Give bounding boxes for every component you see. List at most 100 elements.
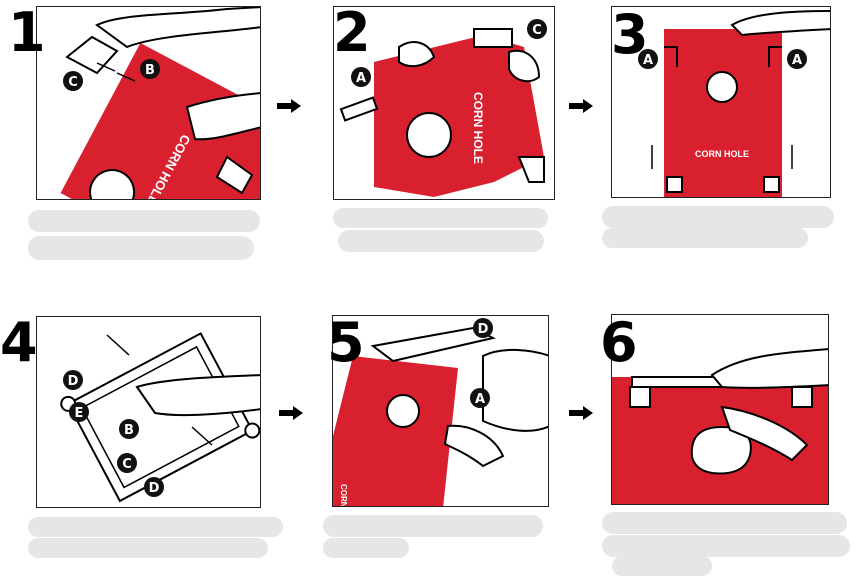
- callout-d: D: [63, 370, 83, 390]
- caption-blurred-2: [333, 208, 548, 228]
- board-logo-text: CORN HOLE: [471, 92, 485, 164]
- step-1-panel: CORN HOLE C B: [36, 6, 261, 200]
- frame-corner: [666, 176, 683, 193]
- caption-blurred-6: [612, 556, 712, 576]
- frame-corner: [768, 46, 782, 67]
- board-hole: [690, 425, 752, 475]
- svg-text:D: D: [68, 374, 79, 389]
- right-arrow-icon: [569, 99, 593, 113]
- caption-blurred-5: [323, 515, 543, 537]
- step-number-2: 2: [333, 1, 371, 64]
- callout-c: C: [527, 19, 547, 39]
- svg-text:E: E: [75, 406, 84, 421]
- hand-icon: [398, 41, 436, 68]
- hand-icon: [720, 405, 809, 462]
- caption-blurred-4: [28, 538, 268, 558]
- frame-rail: [370, 326, 496, 363]
- svg-text:A: A: [475, 392, 485, 407]
- step-number-5: 5: [327, 311, 365, 374]
- frame-corner: [215, 155, 254, 195]
- caption-blurred-2: [338, 230, 544, 252]
- step-5-illustration: CORN HOLE D A: [333, 318, 548, 507]
- arrow-icon: [96, 62, 116, 72]
- step-3-panel: CORN HOLE A A: [611, 6, 831, 198]
- caption-blurred-1: [28, 210, 260, 232]
- svg-text:C: C: [122, 457, 132, 472]
- svg-text:A: A: [643, 53, 653, 68]
- caption-blurred-6: [602, 512, 847, 534]
- hand-icon: [443, 424, 505, 468]
- folded-frame: [66, 332, 254, 503]
- step-number-6: 6: [600, 311, 638, 374]
- folded-frame-inner: [80, 345, 240, 489]
- step-2-panel: CORN HOLE A C: [333, 6, 555, 200]
- board-hole: [406, 112, 452, 158]
- svg-text:A: A: [356, 71, 366, 86]
- board-hole: [706, 71, 738, 103]
- frame-connector: [65, 35, 119, 75]
- svg-text:A: A: [792, 53, 802, 68]
- callout-d: D: [473, 318, 493, 338]
- arrow-icon: [106, 334, 130, 356]
- step-number-3: 3: [611, 3, 649, 66]
- step-2-illustration: CORN HOLE A C: [339, 19, 547, 197]
- caption-blurred-1: [28, 236, 254, 260]
- hand-icon: [710, 348, 828, 389]
- callout-a: A: [638, 49, 658, 69]
- frame-corner: [763, 176, 780, 193]
- step-1-illustration: CORN HOLE C B: [60, 7, 260, 199]
- step-5-panel: CORN HOLE D A: [332, 315, 549, 507]
- hand-icon: [482, 348, 548, 432]
- hand-icon: [730, 10, 830, 37]
- caption-blurred-6: [602, 535, 850, 557]
- right-arrow-icon: [569, 406, 593, 420]
- svg-text:C: C: [532, 23, 542, 38]
- callout-e: E: [69, 402, 89, 422]
- frame-corner: [791, 386, 813, 408]
- board-hole: [89, 169, 136, 199]
- svg-text:D: D: [478, 322, 489, 337]
- frame-corner: [517, 156, 545, 183]
- cornhole-board: [333, 356, 458, 506]
- svg-text:B: B: [145, 63, 155, 78]
- board-hole: [386, 394, 420, 428]
- frame-corner: [629, 386, 651, 408]
- hand-icon: [185, 92, 260, 141]
- callout-b: B: [119, 419, 139, 439]
- callout-a: A: [351, 67, 371, 87]
- caption-blurred-5: [323, 538, 409, 558]
- svg-text:D: D: [149, 481, 160, 496]
- step-3-illustration: CORN HOLE A A: [638, 10, 830, 197]
- arrow-icon: [116, 72, 136, 82]
- callout-a: A: [470, 388, 490, 408]
- right-arrow-icon: [279, 406, 303, 420]
- callout-b: B: [140, 59, 160, 79]
- board-logo-text: CORN HOLE: [339, 484, 348, 507]
- callout-a: A: [787, 49, 807, 69]
- callout-d: D: [144, 477, 164, 497]
- svg-text:C: C: [68, 75, 78, 90]
- step-4-panel: D E B C D: [36, 316, 261, 508]
- step-6-illustration: [612, 348, 828, 504]
- hand-icon: [135, 374, 260, 417]
- callout-c: C: [63, 71, 83, 91]
- frame-connector: [339, 96, 379, 122]
- step-4-illustration: D E B C D: [60, 332, 260, 503]
- cornhole-board: [374, 35, 544, 197]
- frame-connector: [473, 28, 513, 48]
- hand-icon: [508, 49, 541, 83]
- frame-corner: [664, 46, 678, 67]
- caption-blurred-3: [602, 228, 808, 248]
- board-logo-text: CORN HOLE: [695, 149, 749, 159]
- step-number-1: 1: [8, 1, 46, 64]
- caption-blurred-3: [602, 206, 834, 228]
- caption-blurred-4: [28, 517, 283, 537]
- hand-icon: [95, 7, 260, 49]
- svg-text:B: B: [124, 423, 134, 438]
- cornhole-board: [664, 29, 782, 197]
- arrow-icon: [191, 426, 213, 446]
- step-number-4: 4: [0, 311, 38, 374]
- callout-c: C: [117, 453, 137, 473]
- right-arrow-icon: [277, 99, 301, 113]
- step-6-panel: [611, 314, 829, 505]
